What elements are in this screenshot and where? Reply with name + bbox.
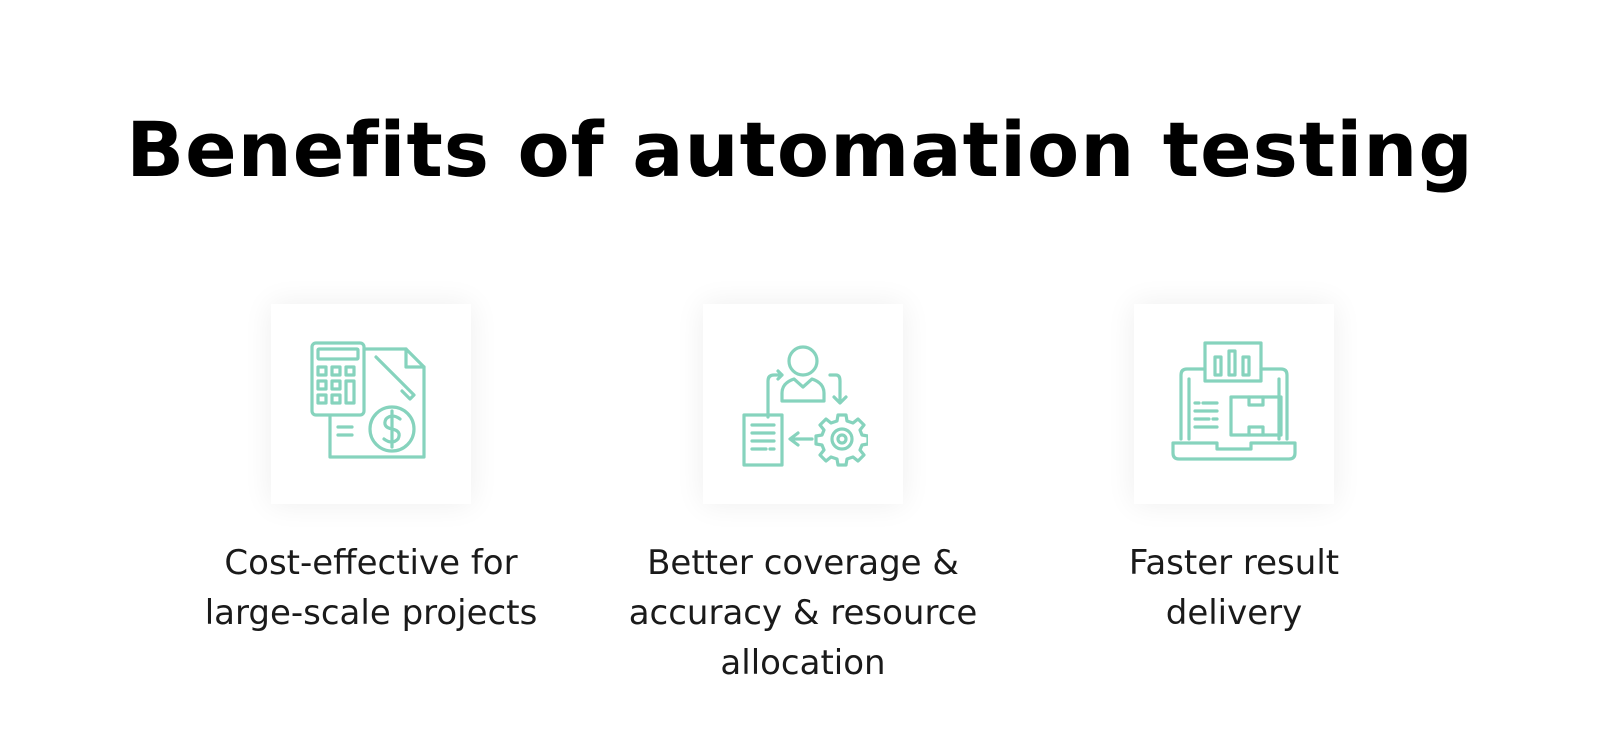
benefit-label-cost: Cost-effective for large-scale projects — [204, 543, 538, 633]
laptop-chart-box-icon — [1171, 341, 1297, 461]
benefit-card-coverage — [703, 304, 903, 504]
benefit-card-delivery — [1134, 304, 1334, 504]
benefit-label-coverage: Better coverage & accuracy & resource al… — [628, 543, 978, 683]
calculator-invoice-dollar-icon — [310, 341, 426, 459]
page-title: Benefits of automation testing — [126, 105, 1474, 194]
person-document-gear-cycle-icon — [742, 345, 868, 467]
benefit-card-cost — [271, 304, 471, 504]
benefit-label-delivery: Faster result delivery — [1128, 543, 1340, 633]
